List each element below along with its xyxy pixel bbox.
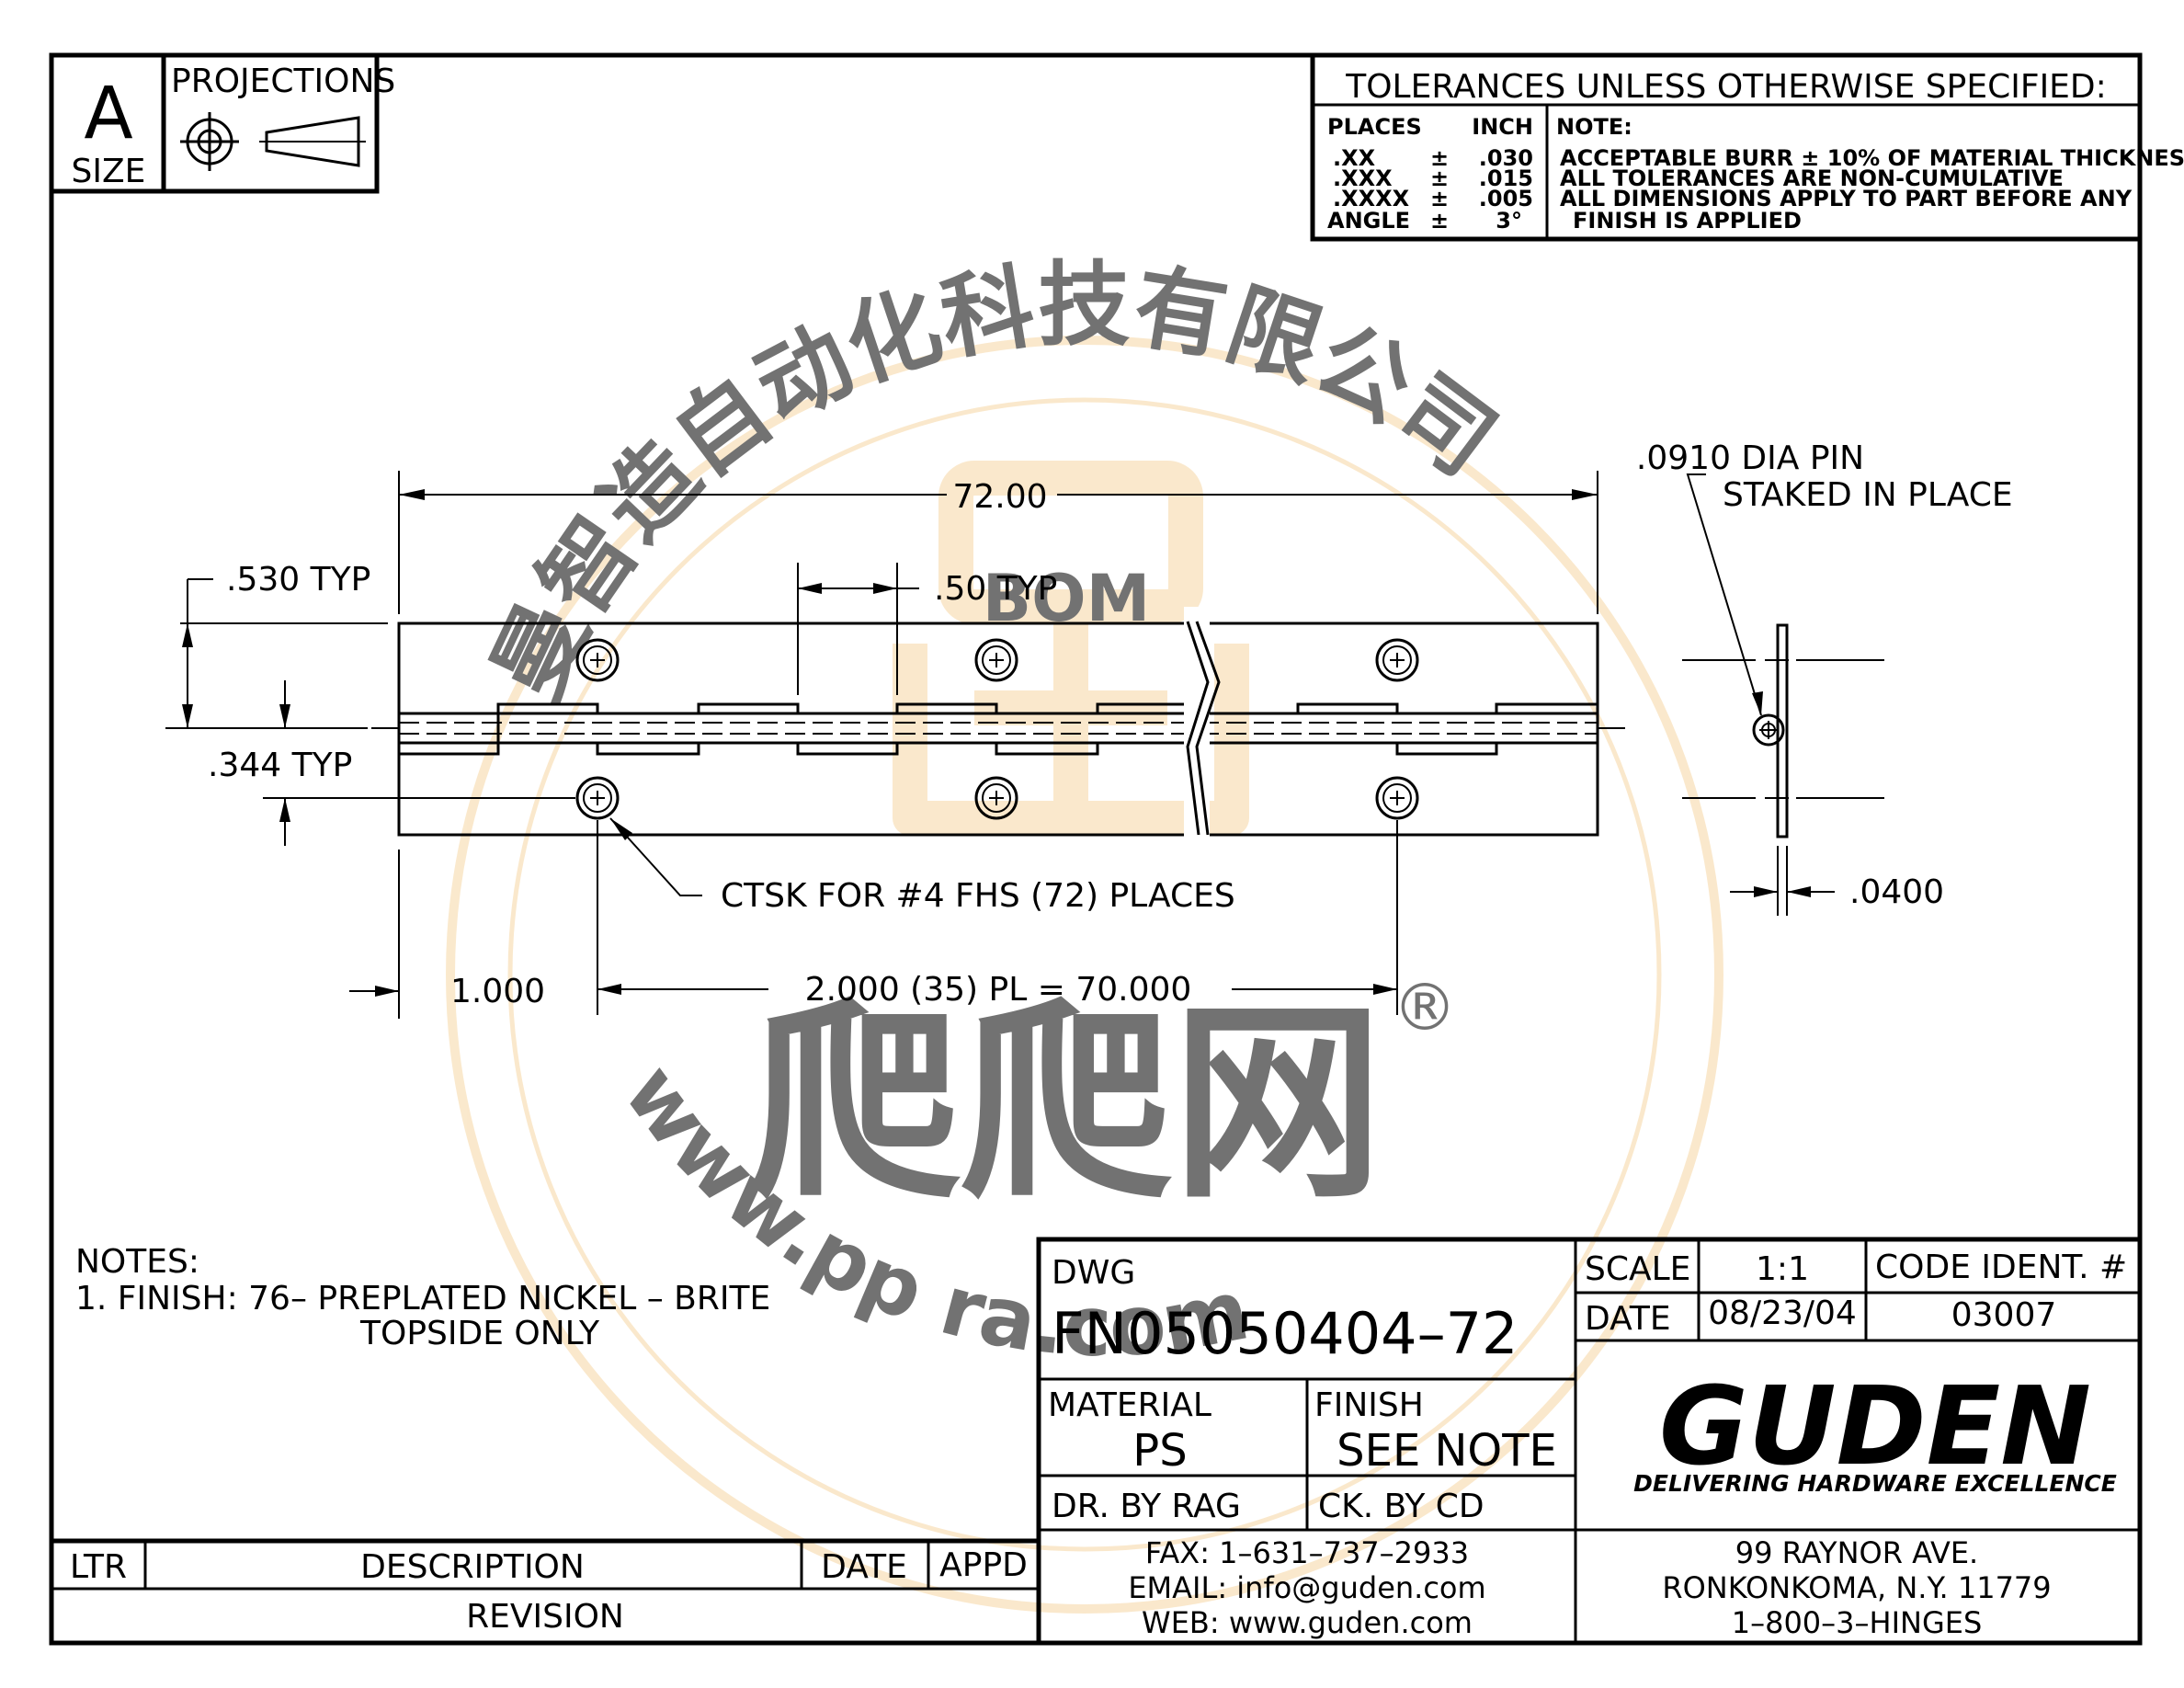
pin-label-line2: STAKED IN PLACE <box>1723 476 2013 514</box>
scale-label: SCALE <box>1585 1250 1690 1288</box>
watermark-logo <box>893 461 1249 836</box>
overall-length-label: 72.00 <box>952 478 1047 516</box>
knuckle-label: .50 TYP <box>934 570 1057 608</box>
dimension-hole-spacing: 2.000 (35) PL = 70.000 <box>597 820 1398 1015</box>
tolerance-note-header: NOTE: <box>1556 114 1632 140</box>
knuckle-segments <box>399 702 1598 756</box>
places-header: PLACES <box>1327 114 1422 140</box>
tolerance-inch: .005 <box>1479 186 1533 211</box>
tolerance-inch: .015 <box>1479 165 1533 191</box>
dimension-overall-length: 72.00 <box>398 471 1598 614</box>
inch-header: INCH <box>1472 114 1533 140</box>
tolerance-places: .XXX <box>1333 165 1393 191</box>
tolerance-title: TOLERANCES UNLESS OTHERWISE SPECIFIED: <box>1345 68 2107 106</box>
size-label: SIZE <box>72 153 146 190</box>
title-block: DWG FN05050404–72 SCALE 1:1 CODE IDENT. … <box>1036 1237 2143 1646</box>
dimension-knuckle: .50 TYP <box>797 563 1057 695</box>
address-line2: RONKONKOMA, N.Y. 11779 <box>1662 1570 2051 1605</box>
revision-description-header: DESCRIPTION <box>360 1548 585 1586</box>
revision-date-header: DATE <box>821 1548 907 1586</box>
notes-header: NOTES: <box>75 1243 199 1281</box>
guden-logo: GUDEN DELIVERING HARDWARE EXCELLENCE <box>1633 1363 2117 1497</box>
end-offset-label: 1.000 <box>450 973 545 1010</box>
tolerance-places: ANGLE <box>1327 208 1410 234</box>
projections-label: PROJECTIONS <box>171 63 395 100</box>
hinge-plan-view <box>371 607 1625 851</box>
notes-line2: TOPSIDE ONLY <box>359 1315 600 1352</box>
drawing-notes: NOTES: 1. FINISH: 76– PREPLATED NICKEL –… <box>75 1243 770 1352</box>
web-line: WEB: www.guden.com <box>1142 1605 1473 1640</box>
tolerance-pm: ± <box>1430 145 1449 171</box>
tolerance-inch: .030 <box>1479 145 1533 171</box>
hole-spacing-label: 2.000 (35) PL = 70.000 <box>805 971 1192 1009</box>
pin-label-line1: .0910 DIA PIN <box>1636 439 1864 477</box>
countersink-hole <box>1375 638 1419 682</box>
dwg-number: FN05050404–72 <box>1052 1300 1519 1367</box>
date-label: DATE <box>1585 1300 1671 1338</box>
dimension-end-offset: 1.000 <box>349 850 545 1019</box>
material-value: PS <box>1132 1425 1187 1477</box>
break-line <box>1186 621 1210 836</box>
watermark-brand-text: 爬爬网 <box>749 982 1383 1227</box>
drawn-by: DR. BY RAG <box>1052 1488 1241 1525</box>
size-letter: A <box>84 73 132 155</box>
dwg-label: DWG <box>1052 1254 1135 1292</box>
finish-value: SEE NOTE <box>1337 1425 1557 1477</box>
hinge-outline-right <box>1202 622 1599 837</box>
material-label: MATERIAL <box>1048 1386 1211 1424</box>
tolerance-pm: ± <box>1430 165 1449 191</box>
finish-label: FINISH <box>1314 1386 1424 1424</box>
tolerance-note: ALL DIMENSIONS APPLY TO PART BEFORE ANY <box>1560 186 2133 211</box>
countersink-hole <box>1375 776 1419 820</box>
watermark-registered-mark: ® <box>1393 970 1457 1045</box>
address-line1: 99 RAYNOR AVE. <box>1735 1535 1978 1570</box>
pin-circle <box>1752 713 1785 747</box>
countersink-hole <box>575 638 620 682</box>
company-tagline: DELIVERING HARDWARE EXCELLENCE <box>1633 1470 2117 1497</box>
thickness-label: .0400 <box>1849 873 1944 911</box>
countersink-hole <box>974 776 1018 820</box>
revision-appd-header: APPD <box>939 1546 1028 1584</box>
dimension-hole-offset: .344 TYP <box>208 680 575 846</box>
fax-line: FAX: 1–631–737–2933 <box>1145 1535 1469 1570</box>
watermark-inner-ring <box>507 397 1662 1552</box>
first-angle-projection-icon <box>180 112 239 171</box>
watermark-outer-ring <box>446 336 1723 1614</box>
countersink-hole <box>575 776 620 820</box>
company-logo-text: GUDEN <box>1659 1363 2091 1489</box>
tolerance-note: FINISH IS APPLIED <box>1573 208 1802 234</box>
date-value: 08/23/04 <box>1708 1295 1857 1332</box>
hinge-side-view: .0910 DIA PIN STAKED IN PLACE .0400 <box>1636 439 2013 916</box>
tolerance-note: ALL TOLERANCES ARE NON-CUMULATIVE <box>1560 165 2064 191</box>
tolerance-places: .XX <box>1333 145 1376 171</box>
dimension-leaf-width: .530 TYP <box>165 561 388 729</box>
scale-value: 1:1 <box>1756 1250 1809 1288</box>
tolerance-places: .XXXX <box>1333 186 1410 211</box>
tolerance-pm: ± <box>1430 208 1449 234</box>
hole-offset-label: .344 TYP <box>208 747 352 784</box>
revision-block: LTR DESCRIPTION DATE APPD REVISION <box>49 1538 1041 1646</box>
email-line: EMAIL: info@guden.com <box>1128 1570 1485 1605</box>
countersink-label: CTSK FOR #4 FHS (72) PLACES <box>721 877 1235 915</box>
countersink-callout: CTSK FOR #4 FHS (72) PLACES <box>609 817 1235 915</box>
notes-line1: 1. FINISH: 76– PREPLATED NICKEL – BRITE <box>75 1280 770 1317</box>
tolerance-block: TOLERANCES UNLESS OTHERWISE SPECIFIED: P… <box>1310 52 2184 242</box>
cone-projection-icon <box>259 116 366 167</box>
size-block: A SIZE PROJECTIONS <box>49 52 395 194</box>
break-line <box>1195 621 1221 836</box>
tolerance-inch: 3° <box>1496 208 1522 234</box>
tolerance-pm: ± <box>1430 186 1449 211</box>
revision-ltr-header: LTR <box>70 1548 127 1586</box>
tolerance-note: ACCEPTABLE BURR ± 10% OF MATERIAL THICKN… <box>1560 145 2184 171</box>
code-ident-value: 03007 <box>1951 1296 2057 1334</box>
code-ident-label: CODE IDENT. # <box>1875 1249 2127 1286</box>
phone-line: 1–800–3–HINGES <box>1732 1605 1983 1640</box>
countersink-hole <box>974 638 1018 682</box>
checked-by: CK. BY CD <box>1318 1488 1484 1525</box>
leaf-width-label: .530 TYP <box>226 561 370 599</box>
revision-label: REVISION <box>466 1598 624 1636</box>
